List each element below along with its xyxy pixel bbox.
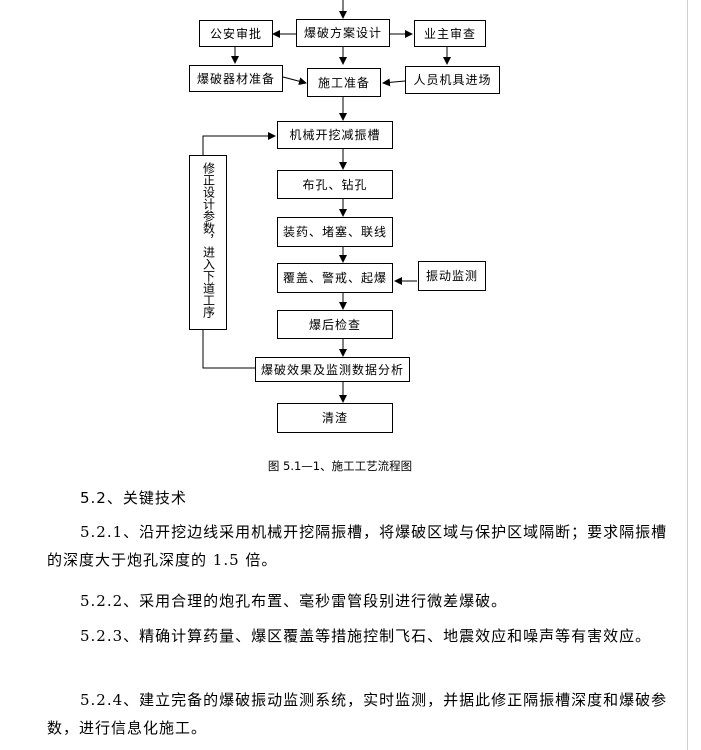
box-label: 人员机具进场 [413,73,492,87]
box-charging: 装药、堵塞、联线 [277,217,393,247]
box-label: 修正设计参数，进入下道工序 [201,162,216,318]
box-label: 施工准备 [317,75,370,90]
paragraph-5-2-4: 5.2.4、建立完备的爆破振动监测系统，实时监测，并据此修正隔振槽深度和爆破参数… [47,691,668,737]
arrow-personnel-to-ready [382,78,406,87]
box-label: 爆破方案设计 [303,26,382,40]
flowchart-connectors [202,0,451,403]
paragraph-5-2-1: 5.2.1、沿开挖边线采用机械开挖隔振槽，将爆破区域与保护区域隔断；要求隔振槽的… [47,523,668,569]
paragraph-5-2-2: 5.2.2、采用合理的炮孔布置、毫秒雷管段别进行微差爆破。 [80,592,508,610]
box-label: 公安审批 [209,26,262,41]
box-label: 机械开挖减振槽 [289,128,381,142]
section-heading: 5.2、关键技术 [80,489,187,507]
box-label: 覆盖、警戒、起爆 [282,271,387,285]
box-clearing: 清渣 [277,403,393,433]
box-label: 振动监测 [425,269,478,283]
box-label: 布孔、钻孔 [302,177,368,192]
box-personnel-entry: 人员机具进场 [405,66,500,94]
box-mech-trench: 机械开挖减振槽 [277,121,393,149]
box-label: 装药、堵塞、联线 [282,225,387,239]
page-edge-line [687,0,688,750]
arrow-feedback-loop [202,330,255,369]
box-label: 爆破器材准备 [196,71,275,86]
box-label: 业主审查 [423,26,476,41]
box-label: 清渣 [321,411,348,425]
arrow-materials-to-ready [282,76,307,86]
box-feedback: 修正设计参数，进入下道工序 [189,155,227,330]
box-blast-design: 爆破方案设计 [296,19,390,47]
box-post-check: 爆后检查 [277,310,393,339]
box-vibration-monitor: 振动监测 [418,261,486,291]
box-construction-ready: 施工准备 [307,68,381,97]
arrow-feedback-to-trench [202,132,276,155]
box-police-approval: 公安审批 [199,20,273,47]
box-owner-review: 业主审查 [414,20,486,47]
figure-caption: 图 5.1—1、施工工艺流程图 [267,459,413,473]
box-covering: 覆盖、警戒、起爆 [277,263,393,293]
box-drilling: 布孔、钻孔 [277,170,393,199]
box-analysis: 爆破效果及监测数据分析 [255,357,410,382]
box-label: 爆破效果及监测数据分析 [260,362,404,377]
box-materials-ready: 爆破器材准备 [189,65,283,92]
paragraph-5-2-3: 5.2.3、精确计算药量、爆区覆盖等措施控制飞石、地震效应和噪声等有害效应。 [80,627,652,645]
box-label: 爆后检查 [308,317,361,332]
